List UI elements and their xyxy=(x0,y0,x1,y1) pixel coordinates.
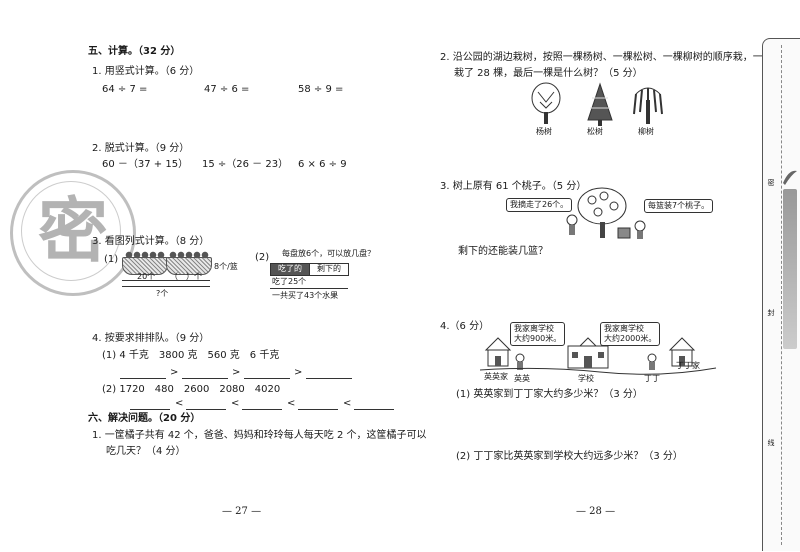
basket-icon xyxy=(617,227,631,239)
label-school: 学校 xyxy=(578,374,594,383)
house-icon-2 xyxy=(668,337,696,367)
r-q4-bubble-1: 我家离学校 大约900米。 xyxy=(510,322,566,346)
q1-item-3: 58 ÷ 9 = xyxy=(298,84,344,95)
q3-p2-eaten-label: 吃了25个 xyxy=(272,277,307,286)
r-q4-bubble-1-line-1: 我家离学校 xyxy=(514,324,554,333)
monkey-icon xyxy=(566,214,578,226)
r-q4-bubble-1-line-2: 大约900米。 xyxy=(514,334,562,343)
q4-row1-sep-3: > xyxy=(294,367,303,378)
q4-row1-sep-2: > xyxy=(232,367,241,378)
q4-row1-blank-4[interactable] xyxy=(306,378,352,379)
q4-row1-sep-1: > xyxy=(170,367,179,378)
label-dd-home: 丁丁家 xyxy=(676,361,700,370)
q4-row2-label: (2) 1720 480 2600 2080 4020 xyxy=(102,384,281,395)
section-5-title: 五、计算。（32 分） xyxy=(88,46,181,57)
q4-row2-sep-4: < xyxy=(343,398,352,409)
page-number-28: — 28 — xyxy=(576,506,616,517)
binding-mark-2: 封 xyxy=(767,309,775,316)
q4-row2-blank-3[interactable] xyxy=(242,409,282,410)
school-icon xyxy=(567,337,609,369)
q3-p2-num: (2) xyxy=(255,252,270,263)
tree-label-pine: 松树 xyxy=(587,127,603,136)
route-illustration xyxy=(480,337,717,375)
r-q4-bubble-2: 我家离学校 大约2000米。 xyxy=(600,322,661,346)
eaten-box: 吃了的 xyxy=(270,263,310,276)
q3-p1-num: (1) xyxy=(104,254,119,265)
q3-p1-bracket-bottom xyxy=(122,286,210,287)
q4-row2-blank-5[interactable] xyxy=(354,409,394,410)
poplar-tree-icon xyxy=(531,82,561,124)
r-q4-sub-2: (2) 丁丁家比英英家到学校大约远多少米？（3 分） xyxy=(456,451,683,462)
q4-row2-sep-3: < xyxy=(287,398,296,409)
label-yy-home: 英英家 xyxy=(484,372,508,381)
binding-mark-1: 密 xyxy=(767,179,775,186)
r-q4-bubble-2-line-2: 大约2000米。 xyxy=(604,334,657,343)
r-q3-bubble-1: 我摘走了26个。 xyxy=(506,198,573,212)
q6-1-line-1: 1. 一筐橘子共有 42 个，爸爸、妈妈和玲玲每人每天吃 2 个，这筐橘子可以 xyxy=(92,430,427,441)
q4-row1-blank-3[interactable] xyxy=(244,378,290,379)
section-6-title: 六、解决问题。（20 分） xyxy=(88,413,201,424)
r-q4-sub-1: (1) 英英家到丁丁家大约多少米？（3 分） xyxy=(456,389,643,400)
q4-row2-blank-4[interactable] xyxy=(298,409,338,410)
q1-title: 1. 用竖式计算。（6 分） xyxy=(92,66,200,77)
binding-mark-3: 线 xyxy=(767,439,775,446)
q4-row1-blank-1[interactable] xyxy=(120,378,166,379)
q1-item-1: 64 ÷ 7 = xyxy=(102,84,148,95)
q4-title: 4. 按要求排排队。（9 分） xyxy=(92,333,210,344)
confidential-stamp: 密 xyxy=(10,170,136,296)
house-icon xyxy=(484,337,512,367)
r-q3-bubble-2: 每篮装7个桃子。 xyxy=(644,199,714,213)
q3-p1-bracket-top xyxy=(122,280,210,281)
r-q2-line-2: 栽了 28 棵，最后一棵是什么树？（5 分） xyxy=(454,68,643,79)
page-number-27: — 27 — xyxy=(222,506,262,517)
tree-label-willow: 柳树 xyxy=(638,127,654,136)
q3-p1-per-basket: 8个/篮 xyxy=(214,262,238,271)
fruit-basket-2 xyxy=(166,251,212,275)
binding-strip: 密 封 线 xyxy=(762,38,800,551)
q1-item-2: 47 ÷ 6 = xyxy=(204,84,250,95)
stamp-char: 密 xyxy=(38,189,108,272)
q2-title: 2. 脱式计算。（9 分） xyxy=(92,143,190,154)
q3-p1-total-label: ?个 xyxy=(156,289,169,298)
logo-wing-icon xyxy=(783,170,797,185)
r-q2-line-1: 2. 沿公园的湖边栽树，按照一棵杨树、一棵松树、一棵柳树的顺序栽，一共 xyxy=(440,52,773,63)
q3-p1-paren-label: （ ）个 xyxy=(170,272,202,281)
willow-tree-icon xyxy=(633,87,663,124)
q6-1-line-2: 吃几天？（4 分） xyxy=(106,446,186,457)
page-27: 五、计算。（32 分） 1. 用竖式计算。（6 分） 64 ÷ 7 = 47 ÷… xyxy=(10,46,427,517)
trees-illustration xyxy=(531,82,663,126)
r-q4-title: 4.（6 分） xyxy=(440,321,490,332)
q2-item-1: 60 －（37 + 15） xyxy=(102,159,189,170)
q3-p2-bracket xyxy=(270,288,348,289)
q4-row2-sep-1: < xyxy=(175,398,184,409)
r-q3-title: 3. 树上原有 61 个桃子。（5 分） xyxy=(440,181,587,192)
q4-row2-blank-1[interactable] xyxy=(130,409,170,410)
q4-row1-label: (1) 4 千克 3800 克 560 克 6 千克 xyxy=(102,350,280,361)
label-yy: 英英 xyxy=(514,374,530,383)
q3-p2-total-label: 一共买了43个水果 xyxy=(272,291,339,300)
r-q3-question: 剩下的还能装几篮？ xyxy=(458,246,548,257)
binding-dashed-line xyxy=(781,45,782,545)
q3-p2-question: 每盘放6个，可以放几盘？ xyxy=(282,249,376,258)
q2-item-2: 15 ÷（26 － 23） xyxy=(202,159,289,170)
q3-p1-count-label: 20个 xyxy=(137,272,156,281)
left-box: 剩下的 xyxy=(309,263,349,276)
q4-row2-sep-2: < xyxy=(231,398,240,409)
girl-icon xyxy=(515,353,525,363)
q2-item-3: 6 × 6 ÷ 9 xyxy=(298,159,347,170)
q3-title: 3. 看图列式计算。（8 分） xyxy=(92,236,210,247)
peach-tree-illustration xyxy=(566,187,646,239)
tree-label-poplar: 杨树 xyxy=(536,127,552,136)
q4-row2-blank-2[interactable] xyxy=(186,409,226,410)
page-28: 2. 沿公园的湖边栽树，按照一棵杨树、一棵松树、一棵柳树的顺序栽，一共 栽了 2… xyxy=(400,0,773,552)
pine-tree-icon xyxy=(587,82,613,126)
boy-icon xyxy=(647,353,657,363)
q4-row1-blank-2[interactable] xyxy=(182,378,228,379)
label-dd: 丁丁 xyxy=(644,374,660,383)
publisher-logo xyxy=(783,189,797,349)
r-q4-bubble-2-line-1: 我家离学校 xyxy=(604,324,644,333)
